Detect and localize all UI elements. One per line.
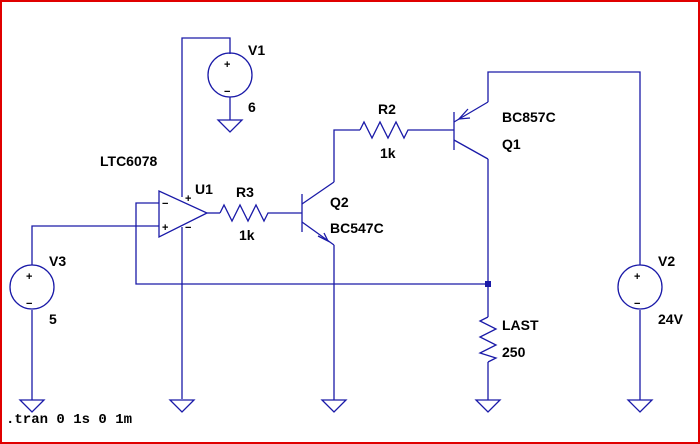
q1-emitter-arrow-icon	[457, 108, 471, 120]
opamp-triangle-icon	[158, 189, 209, 239]
q2-emitter-arrow-icon	[317, 232, 330, 243]
v1-ref-label: V1	[248, 42, 265, 58]
v3-minus: −	[26, 298, 32, 310]
wire-q1-emitter-v2	[487, 71, 641, 265]
v2-ref-label: V2	[658, 253, 675, 269]
q2-ref-label: Q2	[330, 194, 349, 210]
q2-collector-leg	[301, 181, 335, 205]
resistor-r2[interactable]: R2 1k	[359, 101, 412, 161]
resistor-r3[interactable]: R3 1k	[219, 184, 272, 243]
ground-symbol-q2	[320, 399, 348, 413]
q1-part-label: BC857C	[502, 109, 556, 125]
wire-v3-plus-input	[31, 225, 159, 265]
v2-source-icon	[617, 264, 663, 310]
transistor-q1[interactable]: BC857C Q1	[453, 101, 556, 160]
voltage-source-v1[interactable]: + − V1 6	[207, 42, 265, 115]
v1-value-label: 6	[248, 99, 256, 115]
ground-symbol-opamp	[168, 399, 196, 413]
ground-symbol-load	[474, 399, 502, 413]
v3-ref-label: V3	[49, 253, 66, 269]
opamp-vneg-sign: −	[185, 222, 191, 234]
junction-dot	[485, 281, 491, 287]
transistor-q2[interactable]: Q2 BC547C	[301, 181, 384, 246]
q2-part-label: BC547C	[330, 220, 384, 236]
r2-ref-label: R2	[378, 101, 396, 117]
opamp-part-label: LTC6078	[100, 153, 158, 169]
q1-collector-leg	[453, 139, 489, 160]
ground-symbol-v2	[626, 399, 654, 413]
sim-directive[interactable]: .tran 0 1s 0 1m	[6, 412, 132, 428]
opamp-noninverting-sign: +	[162, 222, 168, 234]
v3-plus: +	[26, 271, 32, 283]
ground-symbol-v1	[216, 119, 244, 133]
ground-symbol-v3	[18, 399, 46, 413]
wire-feedback	[135, 202, 488, 285]
last-ref-label: LAST	[502, 317, 539, 333]
last-zigzag-icon	[478, 316, 498, 363]
wire-v1-supply	[181, 37, 231, 197]
v3-source-icon	[9, 264, 55, 310]
q1-ref-label: Q1	[502, 136, 521, 152]
r3-ref-label: R3	[236, 184, 254, 200]
opamp-inverting-sign: −	[162, 198, 168, 210]
opamp-vpos-sign: +	[185, 193, 191, 205]
voltage-source-v2[interactable]: + − V2 24V	[617, 253, 684, 327]
r3-zigzag-icon	[219, 203, 272, 223]
v3-value-label: 5	[49, 311, 57, 327]
opamp-ref-label: U1	[195, 181, 213, 197]
v2-plus: +	[634, 271, 640, 283]
v1-plus: +	[224, 59, 230, 71]
resistor-last[interactable]: LAST 250	[478, 316, 539, 363]
v2-value-label: 24V	[658, 311, 684, 327]
grounds	[18, 119, 654, 413]
opamp-u1[interactable]: − + + − LTC6078 U1	[100, 153, 213, 239]
wires	[31, 37, 641, 400]
voltage-source-v3[interactable]: + − V3 5	[9, 253, 66, 327]
last-value-label: 250	[502, 344, 526, 360]
r2-zigzag-icon	[359, 120, 412, 140]
r3-value-label: 1k	[239, 227, 255, 243]
v2-minus: −	[634, 298, 640, 310]
v1-minus: −	[224, 86, 230, 98]
r2-value-label: 1k	[380, 145, 396, 161]
wire-q2-collector-r2	[333, 129, 360, 182]
v1-source-icon	[207, 52, 253, 98]
